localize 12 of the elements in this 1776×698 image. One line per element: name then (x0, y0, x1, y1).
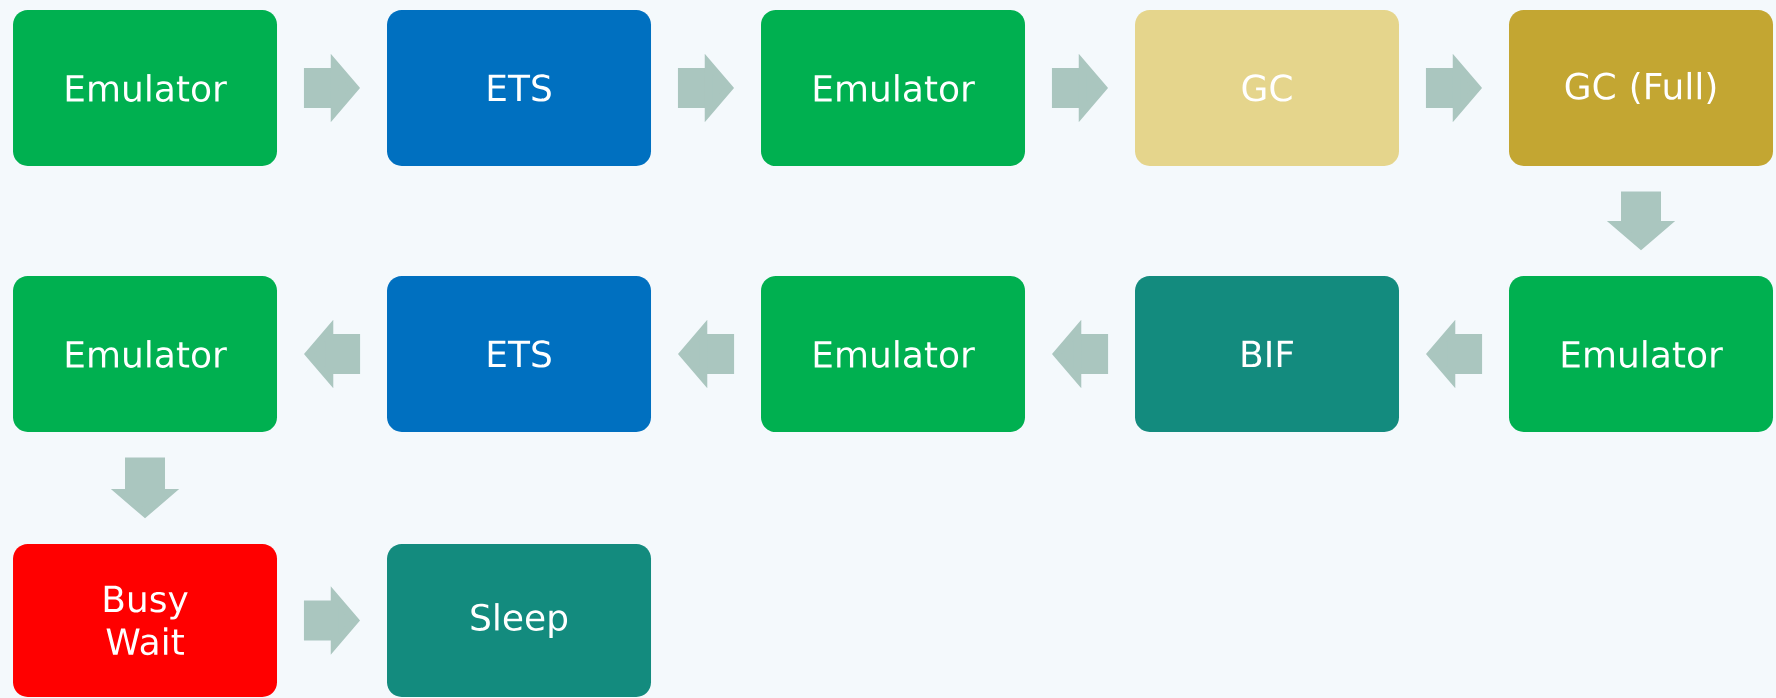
process-box: Busy Wait (13, 544, 277, 697)
process-box: Emulator (13, 10, 277, 166)
process-box: Emulator (1509, 276, 1773, 432)
process-box: Emulator (761, 10, 1025, 166)
process-box: BIF (1135, 276, 1399, 432)
process-box: ETS (387, 276, 651, 432)
process-box: ETS (387, 10, 651, 166)
process-box: Emulator (761, 276, 1025, 432)
process-box: GC (Full) (1509, 10, 1773, 166)
process-box: Emulator (13, 276, 277, 432)
process-box: Sleep (387, 544, 651, 697)
process-box: GC (1135, 10, 1399, 166)
